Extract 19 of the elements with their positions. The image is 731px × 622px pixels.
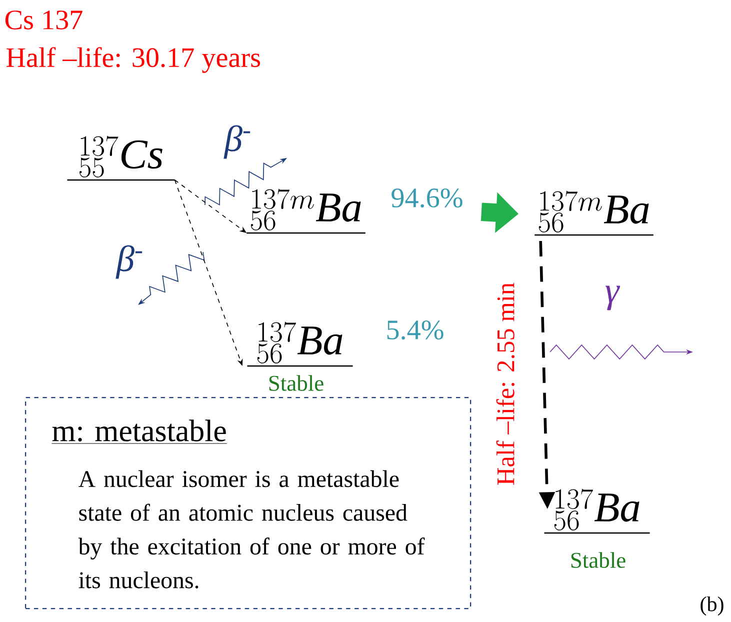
nuclide-level: ${}^{137}_{56}\mathit{Ba}$ — [247, 322, 353, 367]
stable-label: Stable — [571, 552, 626, 568]
stable-label: Stable — [269, 375, 324, 391]
beta-label: β$^{-}$ — [224, 125, 250, 159]
percentage-label: 5.4% — [387, 320, 444, 340]
note-heading: m: metastable — [51, 420, 228, 444]
nuclide-level: ${}^{137m}_{56}\mathit{Ba}$ — [534, 190, 654, 236]
beta-label: β$^{-}$ — [116, 245, 142, 279]
note-box — [25, 397, 472, 610]
title: Cs 137 — [5, 10, 82, 30]
note-text: A nuclear isomer is a metastable state of an atomic nucleus caused by the excitation of one or more of its nucleons. — [78, 470, 425, 588]
nuclide-level: ${}^{137}_{56}\mathit{Ba}$ — [544, 488, 650, 534]
nuclide-level: ${}^{137}_{55}\mathit{Cs}$ — [67, 136, 175, 181]
gamma-label: γ — [605, 286, 620, 310]
percentage-label: 94.6% — [392, 188, 462, 208]
edge-label: Half –life: 2.55 min — [494, 281, 516, 487]
panel-label: (b) — [700, 596, 724, 616]
nuclide-level: ${}^{137m}_{56}\mathit{Ba}$ — [246, 188, 366, 234]
half-life-label: Half –life: 30.17 years — [6, 47, 260, 73]
